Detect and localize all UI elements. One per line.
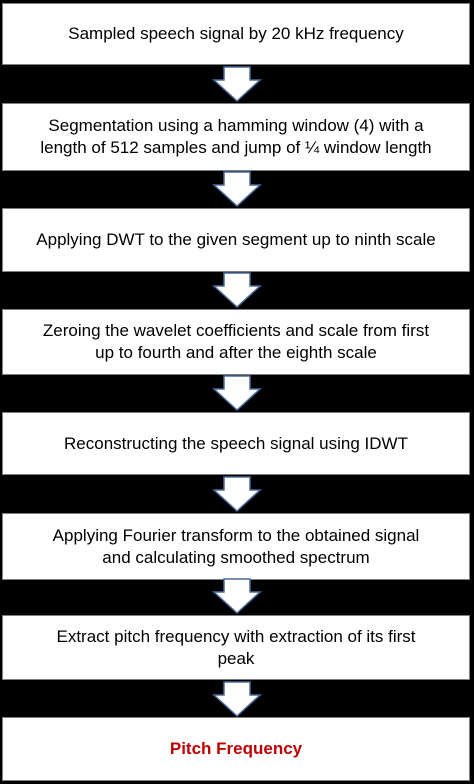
step-5-text: Reconstructing the speech signal using I… bbox=[64, 433, 408, 453]
step-1-text: Sampled speech signal by 20 kHz frequenc… bbox=[68, 24, 404, 43]
step-6-text: Applying Fourier transform to the obtain… bbox=[52, 525, 420, 567]
step-2-text: Segmentation using a hamming window (4) … bbox=[40, 116, 432, 157]
final-result-box: Pitch Frequency bbox=[2, 717, 470, 781]
step-7-text: Extract pitch frequency with extraction … bbox=[56, 626, 416, 668]
step-3-box: Applying DWT to the given segment up to … bbox=[2, 208, 470, 272]
down-arrow-icon bbox=[212, 272, 262, 308]
final-result-text: Pitch Frequency bbox=[169, 739, 303, 758]
step-5-box: Reconstructing the speech signal using I… bbox=[2, 412, 470, 475]
down-arrow-icon bbox=[212, 681, 262, 717]
down-arrow-icon bbox=[212, 375, 262, 411]
step-2-box: Segmentation using a hamming window (4) … bbox=[2, 103, 470, 171]
step-4-text: Zeroing the wavelet coefficients and sca… bbox=[42, 321, 430, 362]
step-1-box: Sampled speech signal by 20 kHz frequenc… bbox=[2, 3, 470, 65]
step-3-text: Applying DWT to the given segment up to … bbox=[36, 230, 436, 249]
down-arrow-icon bbox=[212, 578, 262, 614]
step-7-box: Extract pitch frequency with extraction … bbox=[2, 615, 470, 680]
step-4-box: Zeroing the wavelet coefficients and sca… bbox=[2, 309, 470, 375]
down-arrow-icon bbox=[212, 171, 262, 207]
step-6-box: Applying Fourier transform to the obtain… bbox=[2, 513, 470, 580]
down-arrow-icon bbox=[212, 66, 262, 102]
down-arrow-icon bbox=[212, 476, 262, 512]
